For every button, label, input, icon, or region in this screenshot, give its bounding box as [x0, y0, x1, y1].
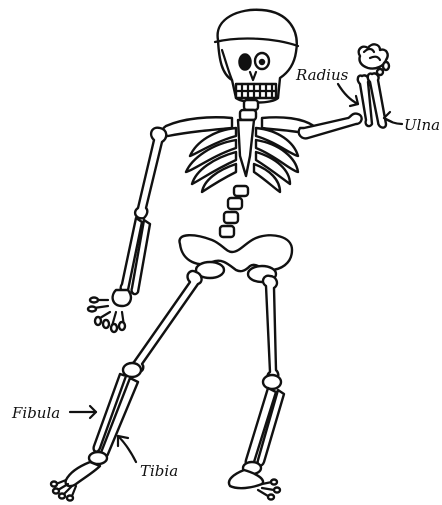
fibula-label: Fibula	[11, 404, 60, 422]
tibia-arrow	[118, 436, 136, 462]
right-leg	[229, 276, 284, 500]
right-foot	[229, 470, 280, 500]
radius-label: Radius	[295, 66, 349, 84]
ulna-label: Ulna	[404, 116, 440, 134]
left-hand	[88, 290, 131, 332]
left-arm	[88, 128, 166, 332]
radius-arrow	[338, 84, 358, 104]
skull	[215, 10, 298, 103]
left-foot	[51, 462, 100, 501]
left-eye-socket	[239, 54, 251, 70]
right-hand	[359, 44, 389, 75]
tibia-label: Tibia	[140, 462, 178, 480]
